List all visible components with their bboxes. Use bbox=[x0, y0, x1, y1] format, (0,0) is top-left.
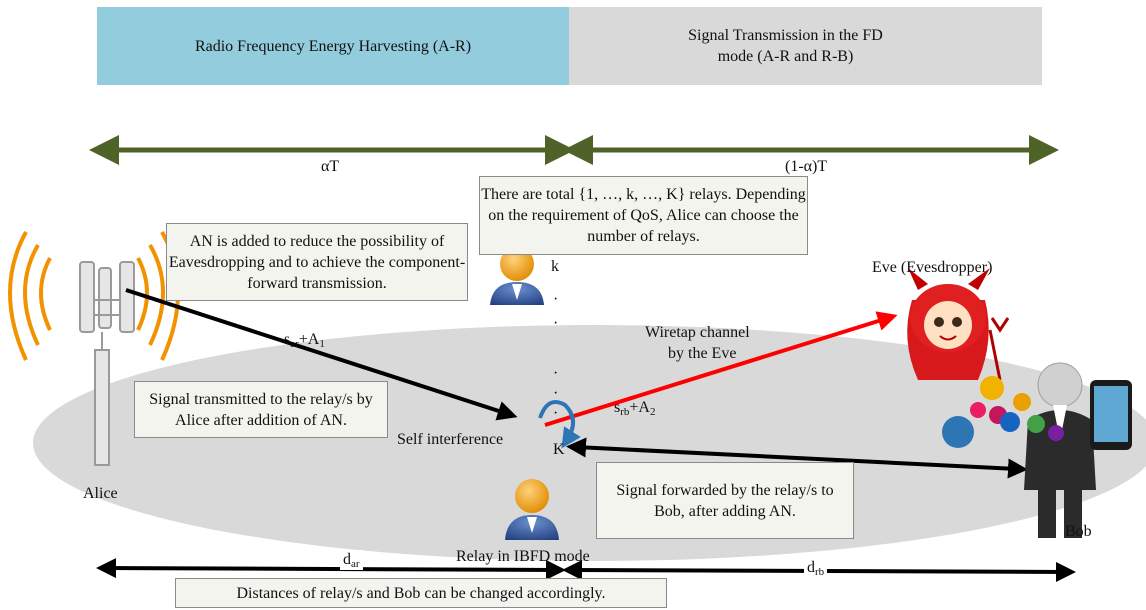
alpha-t-label: αT bbox=[321, 158, 340, 175]
s-rb-subscript: rb bbox=[620, 406, 630, 418]
forwarded-note-text: Signal forwarded by the relay/s to Bob, … bbox=[616, 481, 834, 520]
signal-to-relay-note: Signal transmitted to the relay/s by Ali… bbox=[134, 381, 388, 438]
harvest-phase-label: Radio Frequency Energy Harvesting (A-R) bbox=[194, 37, 472, 55]
relays-note-text: There are total {1, …, k, …, K} relays. … bbox=[481, 186, 806, 245]
relays-note: There are total {1, …, k, …, K} relays. … bbox=[479, 176, 808, 255]
relay-dot-1: · bbox=[553, 291, 559, 308]
d-ar-subscript: ar bbox=[351, 558, 360, 570]
d-ar-arrow bbox=[96, 558, 566, 580]
s-ar-symbol: s bbox=[284, 331, 291, 348]
alice-label: Alice bbox=[83, 485, 118, 502]
relay-K-person-icon bbox=[505, 479, 559, 540]
wiretap-label-line1: Wiretap channel bbox=[645, 324, 750, 341]
wiretap-label-line2: by the Eve bbox=[668, 345, 737, 362]
transmit-phase-box: Signal Transmission in the FD mode (A-R … bbox=[569, 7, 1042, 85]
wiretap-arrow bbox=[544, 311, 898, 427]
a2-plus: +A bbox=[629, 399, 650, 416]
alice-to-relay-arrow bbox=[125, 288, 518, 421]
distances-note: Distances of relay/s and Bob can be chan… bbox=[175, 578, 667, 608]
antenna-tower-icon bbox=[79, 261, 135, 466]
self-interference-label: Self interference bbox=[397, 431, 504, 448]
signal-to-relay-note-text: Signal transmitted to the relay/s by Ali… bbox=[149, 390, 373, 429]
d-rb-subscript: rb bbox=[815, 566, 825, 578]
relay-dot-3: · bbox=[553, 365, 559, 382]
relay-K-label: K bbox=[553, 441, 565, 458]
d-ar-symbol: d bbox=[343, 551, 351, 568]
distances-note-text: Distances of relay/s and Bob can be chan… bbox=[236, 584, 606, 602]
social-bubbles-icon bbox=[942, 376, 1064, 448]
s-rb-symbol: s bbox=[614, 399, 621, 416]
eve-label: Eve (Evesdropper) bbox=[872, 259, 993, 276]
relay-bob-arrow bbox=[566, 437, 1028, 479]
an-added-note: AN is added to reduce the possibility of… bbox=[166, 223, 468, 301]
d-ar-label: dar bbox=[340, 550, 363, 570]
harvest-phase-box: Radio Frequency Energy Harvesting (A-R) bbox=[97, 7, 569, 85]
relay-mode-label: Relay in IBFD mode bbox=[456, 548, 590, 565]
s-ar-a1-label: sar+A1 bbox=[284, 330, 325, 350]
transmit-phase-label: Signal Transmission in the FD mode (A-R … bbox=[688, 27, 883, 65]
a1-subscript: 1 bbox=[319, 338, 325, 350]
a1-plus: +A bbox=[298, 331, 320, 348]
an-added-note-text: AN is added to reduce the possibility of… bbox=[168, 232, 466, 292]
self-interference-arc bbox=[538, 400, 581, 449]
bob-person-icon bbox=[1024, 362, 1132, 538]
relay-dot-2: · bbox=[553, 315, 559, 332]
relay-k-person-icon bbox=[490, 247, 544, 305]
d-rb-symbol: d bbox=[807, 559, 815, 576]
forwarded-note: Signal forwarded by the relay/s to Bob, … bbox=[596, 462, 854, 539]
relay-dot-5: · bbox=[553, 405, 559, 422]
a2-subscript: 2 bbox=[649, 406, 656, 418]
bob-label: Bob bbox=[1065, 523, 1092, 540]
relay-dot-4: · bbox=[553, 385, 559, 402]
d-rb-label: drb bbox=[804, 558, 828, 578]
eve-devil-icon bbox=[907, 268, 1010, 381]
one-minus-alpha-t-label: (1-α)T bbox=[785, 158, 828, 175]
relay-k-label: k bbox=[551, 258, 559, 275]
s-rb-a2-label: srb+A2 bbox=[614, 398, 655, 418]
s-ar-subscript: ar bbox=[290, 338, 299, 350]
